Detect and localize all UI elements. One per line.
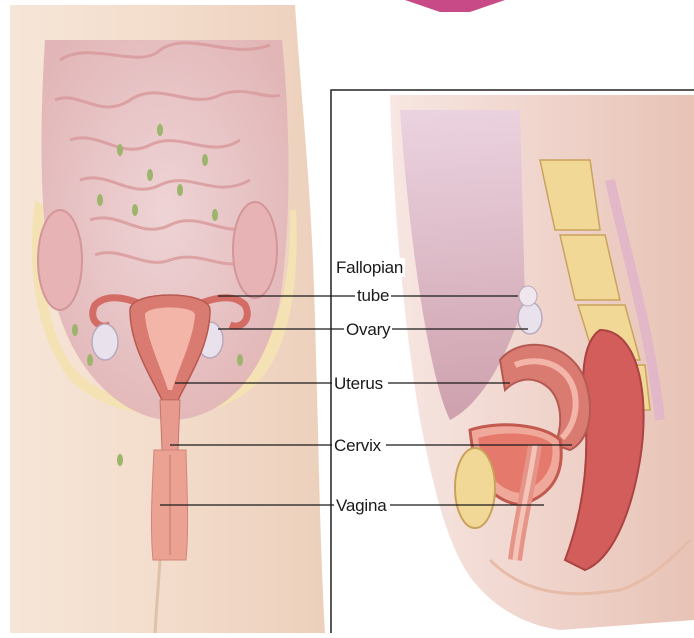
colon-left	[38, 210, 82, 310]
side-view	[331, 90, 694, 633]
ovary-side-2	[519, 286, 537, 306]
label-uterus: Uterus	[332, 374, 385, 393]
label-fallopian-line2: tube	[355, 286, 391, 305]
label-fallopian-line1: Fallopian	[334, 258, 405, 277]
label-ovary: Ovary	[344, 320, 392, 339]
label-vagina: Vagina	[334, 496, 388, 515]
colon-right	[233, 202, 277, 298]
ovary-left	[92, 324, 118, 360]
accent-tab	[405, 0, 505, 12]
pubic-bone	[455, 448, 495, 528]
front-view	[10, 5, 325, 633]
label-cervix: Cervix	[332, 436, 383, 455]
